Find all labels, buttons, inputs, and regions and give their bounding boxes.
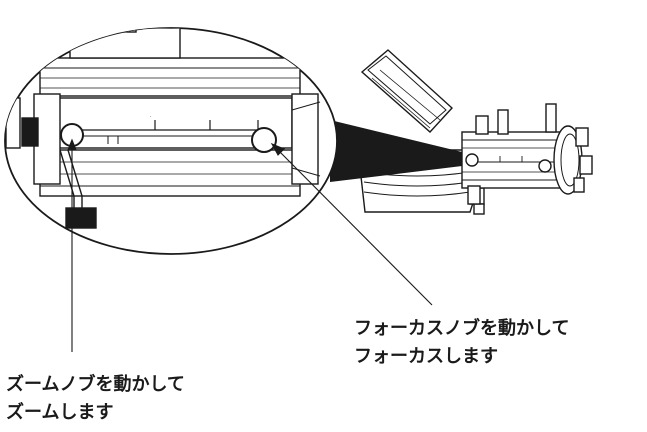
svg-text:·: · — [150, 114, 152, 120]
focus-knob-small — [538, 159, 552, 173]
magnify-connector — [330, 120, 462, 182]
fixture-barrel — [461, 103, 593, 205]
zoom-knob-small — [465, 153, 479, 167]
focus-leader-line — [275, 147, 433, 306]
zoom-leader-arrow — [67, 138, 77, 151]
leader-lines — [67, 138, 433, 352]
fixture-full-view — [357, 49, 593, 215]
focus-instruction-line-1: フォーカスノブを動かして — [354, 318, 570, 339]
zoom-instruction-line-2: ズームします — [6, 402, 114, 423]
focus-instruction-line-2: フォーカスします — [354, 346, 498, 367]
fixture-top-housing — [360, 49, 453, 133]
focus-leader-arrow — [270, 142, 285, 156]
zoom-instruction-line-1: ズームノブを動かして — [6, 374, 185, 395]
magnified-detail-view: · — [4, 27, 338, 255]
focus-knob — [251, 127, 277, 153]
